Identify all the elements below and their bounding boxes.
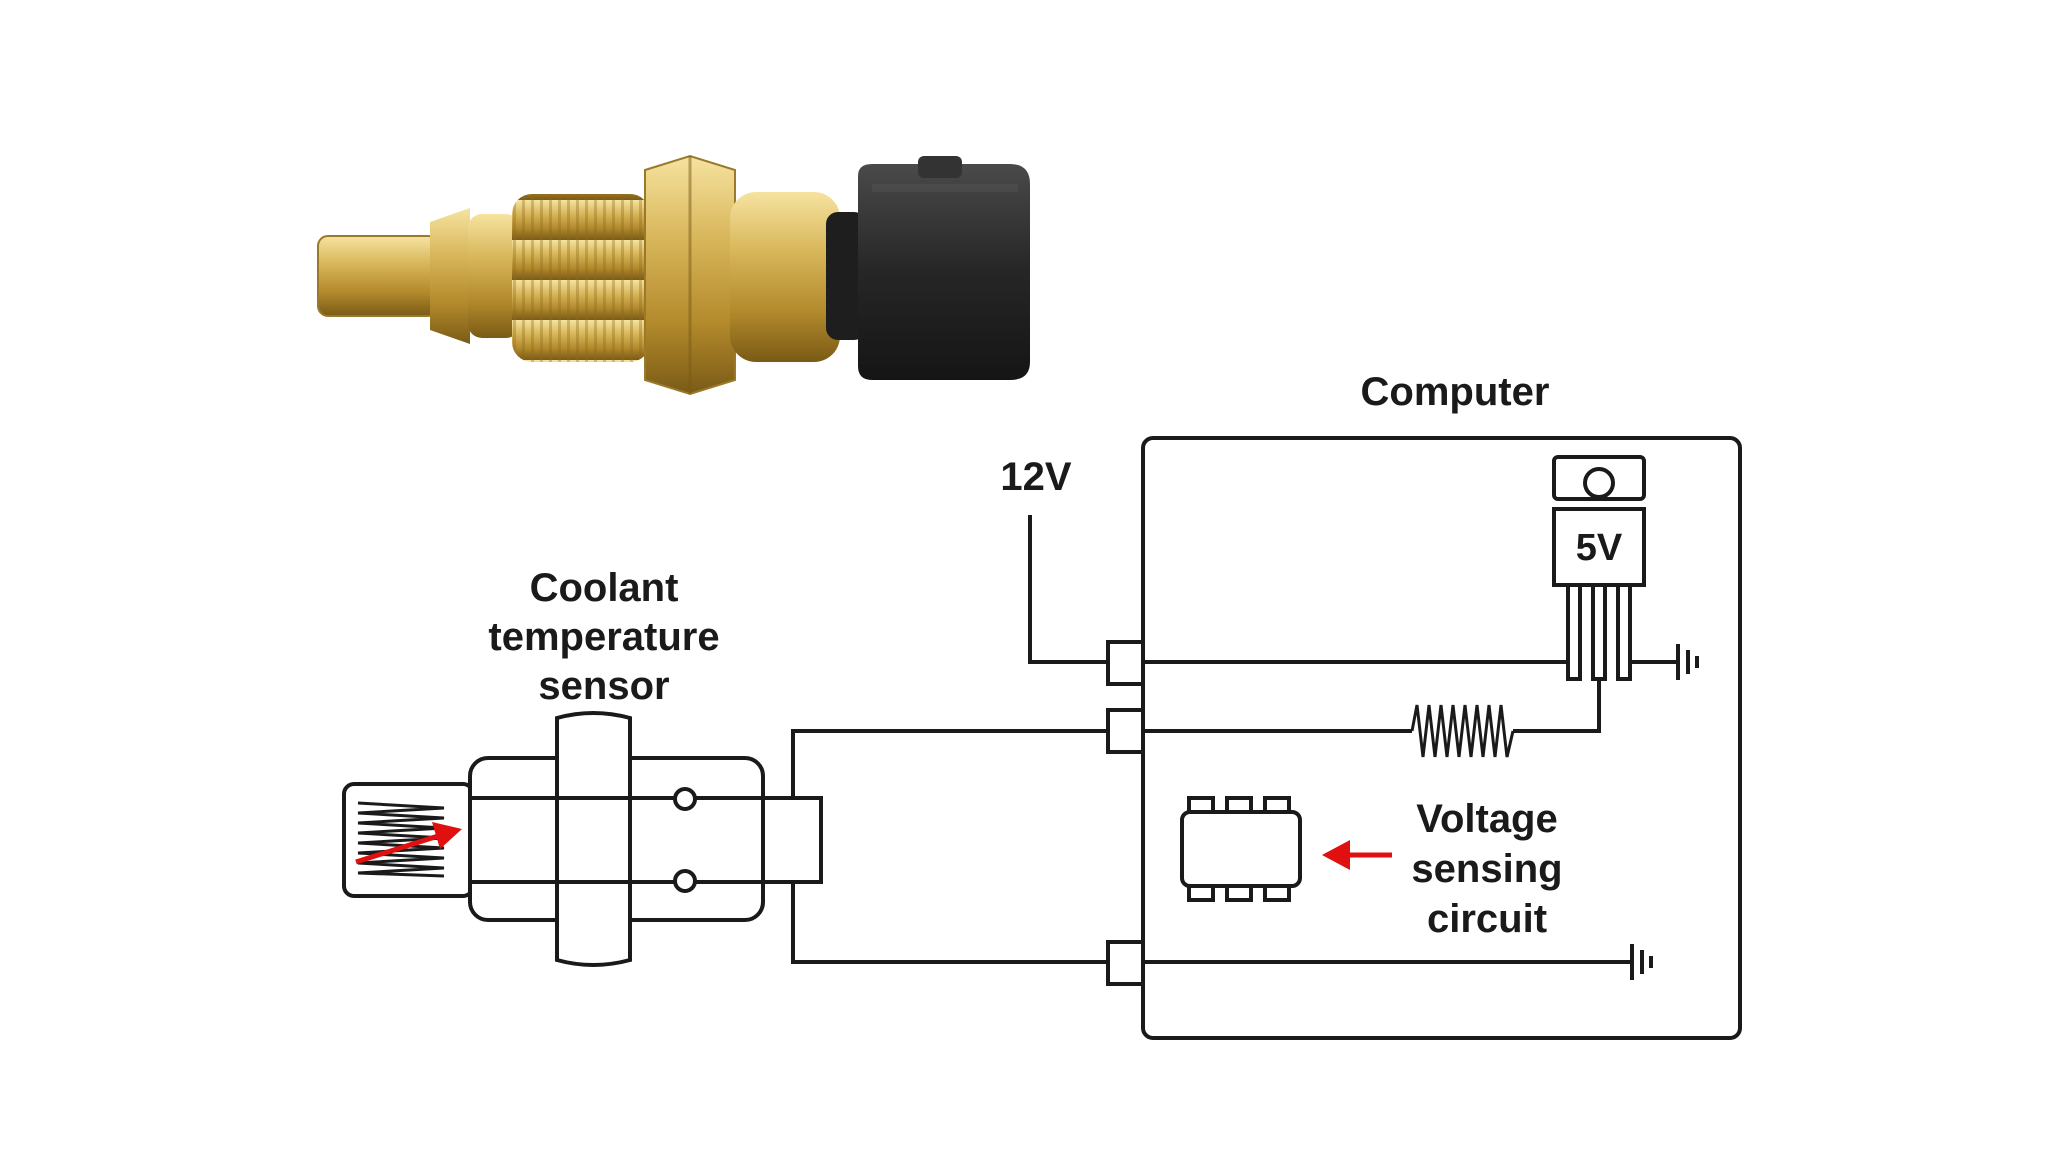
sensor-label-line2: temperature bbox=[488, 615, 719, 659]
voltage-regulator-icon bbox=[1552, 455, 1646, 681]
connector-pin-1 bbox=[1106, 640, 1145, 686]
regulator-voltage-label: 5V bbox=[1576, 527, 1623, 569]
sensor-ground-wire bbox=[791, 882, 1108, 964]
supply-voltage-label: 12V bbox=[1000, 455, 1071, 499]
resistor-icon bbox=[1410, 704, 1515, 758]
regulator-output-wire bbox=[1513, 679, 1601, 733]
ic-chip-icon bbox=[1180, 796, 1302, 902]
sensor-label-line1: Coolant bbox=[530, 566, 679, 610]
thermistor-icon bbox=[355, 801, 462, 878]
connector-pin-3 bbox=[1106, 940, 1145, 986]
circuit-label-line1: Voltage bbox=[1416, 797, 1558, 841]
coolant-sensor-photo bbox=[317, 154, 1030, 396]
sensor-signal-wire bbox=[791, 729, 1108, 800]
arrow-icon bbox=[1322, 840, 1392, 870]
computer-label: Computer bbox=[1361, 370, 1550, 414]
sensor-label-line3: sensor bbox=[538, 664, 669, 708]
ground-icon bbox=[1630, 944, 1653, 980]
connector-pin-2 bbox=[1106, 708, 1145, 754]
supply-wire bbox=[1028, 515, 1572, 664]
ground-icon bbox=[1676, 644, 1699, 680]
circuit-label-line3: circuit bbox=[1427, 897, 1547, 941]
computer-box bbox=[1141, 436, 1742, 1040]
circuit-label-line2: sensing bbox=[1411, 847, 1562, 891]
